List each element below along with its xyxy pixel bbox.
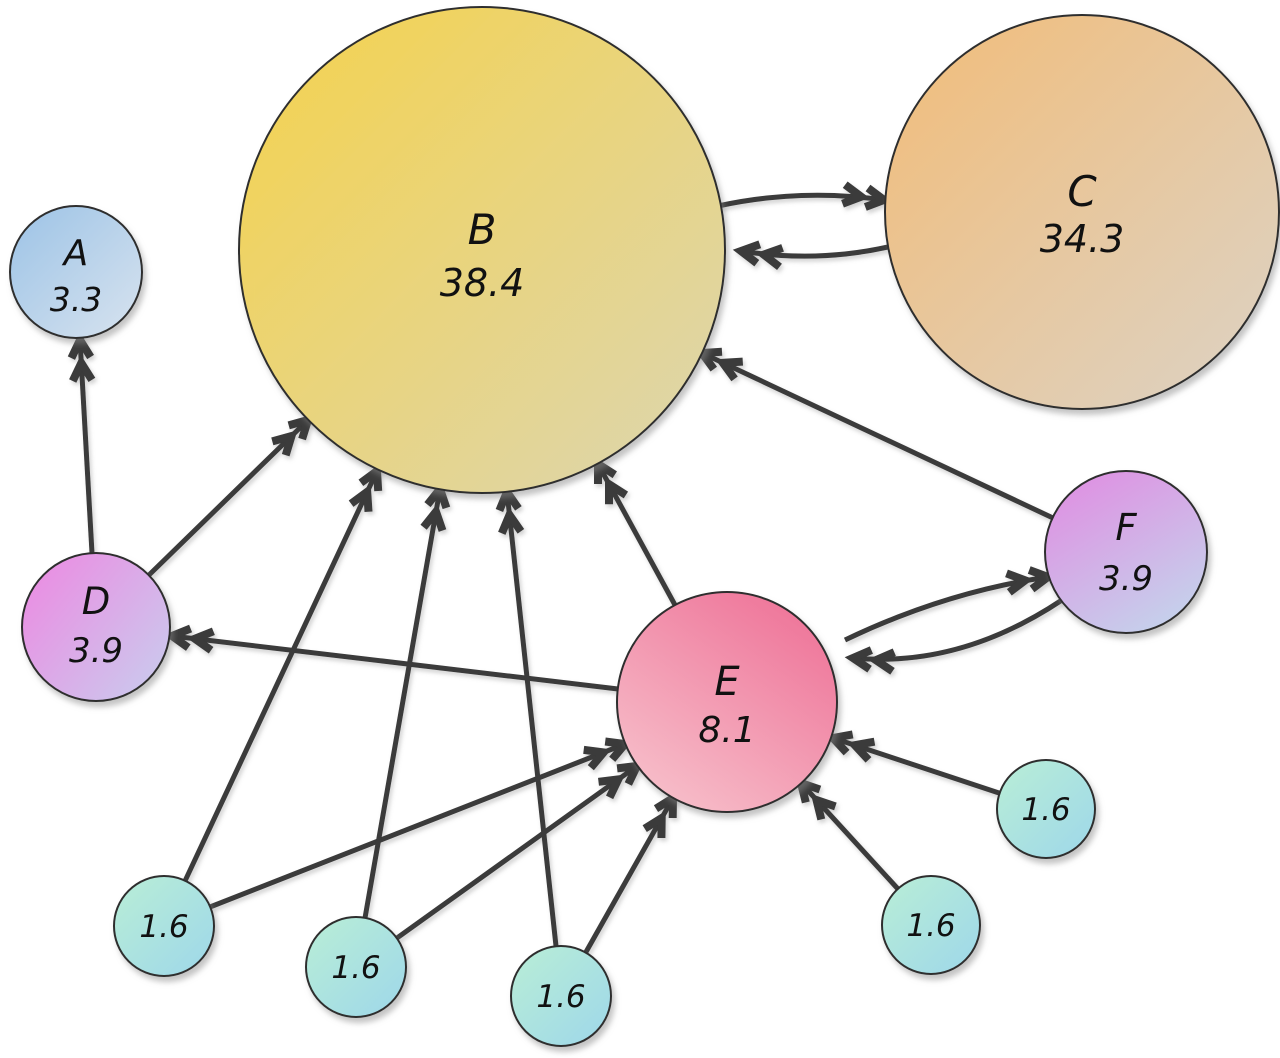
- node-layer: A 3.3 B 38.4 C34.3D 3.9E 8.1 F 3.9 1.6 1.6 1.6 1.6 1.…: [9, 6, 1280, 1047]
- arrowhead-chevron: [846, 737, 876, 763]
- edge-line-D-A: [77, 339, 95, 554]
- arrowhead-chevron: [420, 503, 447, 532]
- arrowhead-chevron: [863, 184, 893, 211]
- node-F: F 3.9: [1044, 470, 1208, 634]
- edge-line-E-D: [171, 633, 619, 692]
- node-s5: 1.6: [996, 759, 1096, 859]
- arrowhead-chevron: [810, 793, 837, 821]
- edge-s1-E: [209, 737, 633, 910]
- node-B-label: B: [468, 205, 497, 254]
- arrowhead-chevron: [163, 624, 193, 651]
- edge-s2-B: [362, 480, 451, 919]
- node-s1: 1.6: [113, 875, 215, 977]
- arrowhead-chevron: [348, 484, 373, 513]
- node-E-value: 8.1: [698, 710, 755, 751]
- node-C-circle: [884, 14, 1280, 410]
- arrowhead-chevron: [642, 810, 666, 839]
- edge-s5-E: [825, 730, 1000, 796]
- node-B-value: 38.4: [440, 261, 525, 305]
- edge-line-F-B: [700, 350, 1055, 521]
- edge-C-B: [732, 240, 889, 271]
- edge-F-E: [844, 597, 1064, 675]
- edge-E-F: [843, 566, 1057, 643]
- edge-D-B: [147, 414, 314, 577]
- edge-layer: [67, 181, 1064, 954]
- edge-line-s2-B: [362, 488, 443, 919]
- edge-B-C: [717, 181, 893, 211]
- node-s5-value: 1.6: [1021, 792, 1070, 828]
- node-C-value: 34.3: [1040, 217, 1125, 261]
- node-s1-value: 1.6: [139, 909, 188, 945]
- node-A-value: 3.3: [50, 280, 102, 319]
- node-F-label: F: [1115, 506, 1137, 549]
- arrowhead-chevron: [715, 357, 744, 382]
- node-s1-circle: [113, 875, 215, 977]
- arrowhead-chevron: [841, 181, 870, 208]
- arrowhead-chevron: [605, 476, 629, 505]
- node-A-label: A: [62, 233, 89, 274]
- node-D: D 3.9: [21, 552, 171, 702]
- node-s3-circle: [510, 945, 612, 1047]
- node-s4-circle: [881, 875, 981, 975]
- edge-E-B: [594, 456, 678, 607]
- edge-D-A: [67, 331, 96, 554]
- arrowhead-chevron: [67, 331, 94, 360]
- node-E-circle: [616, 591, 838, 813]
- edge-line-F-E: [852, 597, 1064, 662]
- node-B-circle: [238, 6, 726, 494]
- node-B: B 38.4: [238, 6, 726, 494]
- arrowhead-chevron: [825, 730, 854, 756]
- node-s2-value: 1.6: [331, 950, 380, 986]
- edge-s1-B: [182, 463, 383, 883]
- node-s4: 1.6: [881, 875, 981, 975]
- arrowhead-chevron: [186, 627, 215, 654]
- edge-E-D: [163, 624, 619, 692]
- node-C: C34.3: [884, 14, 1280, 410]
- edge-line-s2-E: [395, 763, 639, 941]
- arrowhead-chevron: [844, 646, 873, 673]
- edge-s4-E: [795, 776, 900, 891]
- node-D-circle: [21, 552, 171, 702]
- node-s3: 1.6: [510, 945, 612, 1047]
- edge-s2-E: [395, 761, 644, 941]
- arrowhead-chevron: [598, 774, 626, 800]
- edge-line-D-B: [147, 418, 310, 577]
- node-F-circle: [1044, 470, 1208, 634]
- arrowhead-chevron: [1005, 569, 1034, 596]
- node-E-label: E: [714, 659, 740, 705]
- arrowhead-chevron: [867, 648, 896, 675]
- node-A: A 3.3: [9, 205, 143, 339]
- edge-s3-B: [495, 483, 559, 947]
- node-s2-circle: [305, 916, 407, 1018]
- arrowhead-chevron: [583, 745, 612, 771]
- arrowhead-chevron: [69, 354, 96, 383]
- edge-line-s1-B: [182, 469, 380, 883]
- edge-line-s3-B: [504, 491, 559, 947]
- node-s3-value: 1.6: [536, 979, 585, 1015]
- node-s2: 1.6: [305, 916, 407, 1018]
- arrowhead-chevron: [732, 240, 762, 267]
- arrowhead-chevron: [358, 463, 383, 492]
- arrowhead-chevron: [498, 506, 525, 535]
- node-s4-value: 1.6: [906, 908, 955, 944]
- node-D-value: 3.9: [69, 631, 123, 671]
- node-F-value: 3.9: [1099, 559, 1153, 599]
- arrowhead-chevron: [271, 430, 298, 457]
- node-A-circle: [9, 205, 143, 339]
- node-E: E 8.1: [616, 591, 838, 813]
- node-D-label: D: [82, 580, 111, 623]
- node-s5-circle: [996, 759, 1096, 859]
- arrowhead-chevron: [755, 244, 784, 271]
- edge-s3-E: [583, 790, 678, 954]
- edge-line-s1-E: [209, 741, 626, 910]
- node-C-label: C: [1067, 167, 1097, 216]
